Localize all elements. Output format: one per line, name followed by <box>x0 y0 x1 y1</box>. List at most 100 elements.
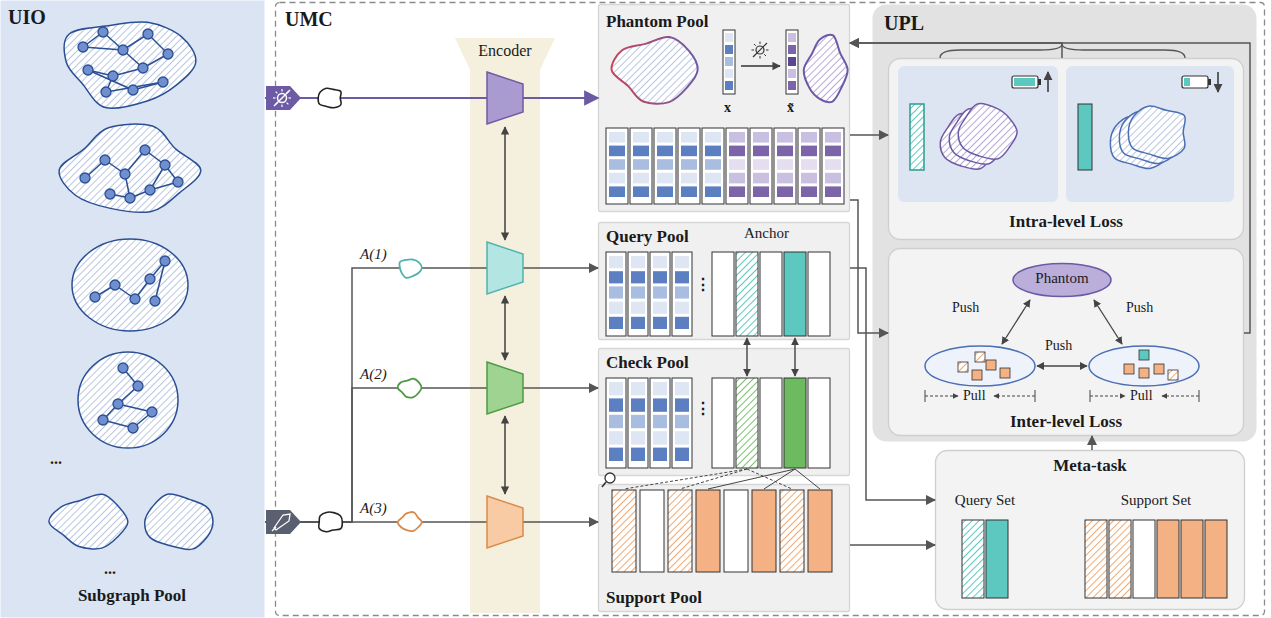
sun-ray <box>766 50 769 51</box>
embedding-cell <box>653 448 667 461</box>
embedding-cell <box>729 132 745 143</box>
embedding-cell <box>705 159 721 170</box>
connector <box>850 268 935 500</box>
graph-vertex <box>140 145 150 155</box>
pool-box-shape <box>599 223 850 340</box>
pull-arrow <box>925 396 958 397</box>
anchor-bar <box>1078 104 1092 170</box>
subgraph-outline <box>145 494 213 550</box>
node-title: UMC <box>285 8 333 31</box>
subgraph-outline <box>59 124 201 212</box>
input-panel-shape <box>1 1 265 618</box>
graph-vertex <box>145 274 155 284</box>
graph-vertex <box>80 173 90 183</box>
graph-vertex <box>163 49 173 59</box>
embedding-column <box>1157 520 1179 598</box>
sun-slash <box>753 43 767 57</box>
shared-weight-arrow <box>504 296 505 360</box>
augmented-blob <box>398 512 422 531</box>
feature-cell <box>725 33 733 42</box>
embedding-column <box>986 520 1008 598</box>
node-title: Intra-level Loss <box>1009 212 1123 232</box>
feature-vector <box>786 30 798 94</box>
sample-square <box>1124 364 1134 374</box>
embedding-column <box>1205 520 1227 598</box>
embedding-column <box>808 490 832 572</box>
meta-task-box: Meta-taskQuery SetSupport Set <box>935 450 1245 610</box>
label-text: Push <box>952 300 979 315</box>
label-text: x <box>724 100 731 115</box>
embedding-cell <box>631 431 645 444</box>
cluster-ellipse <box>1089 346 1199 386</box>
embedding-column <box>750 128 772 204</box>
node-title: Check Pool <box>606 353 689 373</box>
original-subgraph <box>612 37 698 104</box>
embedding-column <box>784 252 806 336</box>
graph-vertex <box>105 189 115 199</box>
augmented-blob <box>399 259 421 278</box>
embedding-cell <box>631 302 645 314</box>
increase-arrow <box>1047 72 1049 92</box>
loss-box: Intra-level Loss <box>888 58 1244 240</box>
embedding-cell <box>675 398 689 411</box>
embedding-cell <box>609 415 623 428</box>
feature-cell <box>725 69 733 78</box>
label-text: Anchor <box>744 225 789 242</box>
graph-vertex <box>113 399 123 409</box>
embedding-cell <box>631 317 645 329</box>
subgraph-outline <box>72 239 188 331</box>
connector <box>850 43 1250 333</box>
embedding-cell <box>657 146 673 157</box>
sun-ray <box>754 44 756 46</box>
sun-ray <box>287 103 289 105</box>
node-subtitle: Query Set <box>955 492 1015 509</box>
embedding-column <box>752 490 776 572</box>
graph-vertex <box>90 292 100 302</box>
sample-square <box>975 352 985 362</box>
embedding-cell <box>705 132 721 143</box>
embedding-cell <box>801 146 817 157</box>
graph-blob <box>318 88 341 108</box>
node-title: UPL <box>884 12 924 35</box>
sample-square <box>958 362 968 372</box>
embedding-cell <box>675 431 689 444</box>
embedding-cell <box>801 173 817 184</box>
connector <box>265 388 598 522</box>
sun-ray <box>764 54 766 56</box>
anchor-bar <box>910 104 924 170</box>
shared-weight-arrow <box>504 127 505 240</box>
embedding-cell <box>653 256 667 268</box>
perturb-arrow <box>741 65 780 66</box>
sampling-line <box>680 469 747 489</box>
pool-box-shape <box>599 349 850 476</box>
feature-cell <box>725 81 733 90</box>
graph-vertex <box>145 185 155 195</box>
embedding-column <box>736 378 758 468</box>
embedding-cell <box>705 186 721 197</box>
magnifier-handle <box>602 482 606 487</box>
battery-icon <box>1182 76 1208 88</box>
embedding-cell <box>609 448 623 461</box>
sample-square <box>972 370 982 380</box>
embedding-cell <box>653 302 667 314</box>
sun-ray <box>760 56 761 59</box>
embedding-cell <box>653 398 667 411</box>
embedding-cell <box>633 146 649 157</box>
label-text: Push <box>1126 300 1153 315</box>
feature-cell <box>725 57 733 66</box>
pool-box-shape <box>599 5 850 212</box>
embedding-cell <box>653 317 667 329</box>
augment-icon-badge <box>266 510 301 534</box>
graph-vertex <box>147 407 157 417</box>
embedding-column <box>630 128 652 204</box>
embedding-column <box>628 252 648 336</box>
graph-vertex <box>98 27 108 37</box>
embedding-cell <box>801 159 817 170</box>
label-text: x̃ <box>787 100 794 115</box>
phantom-subgraph <box>804 35 848 103</box>
label-text: ... <box>104 560 116 578</box>
embedding-column <box>606 252 626 336</box>
embedding-column <box>702 128 724 204</box>
